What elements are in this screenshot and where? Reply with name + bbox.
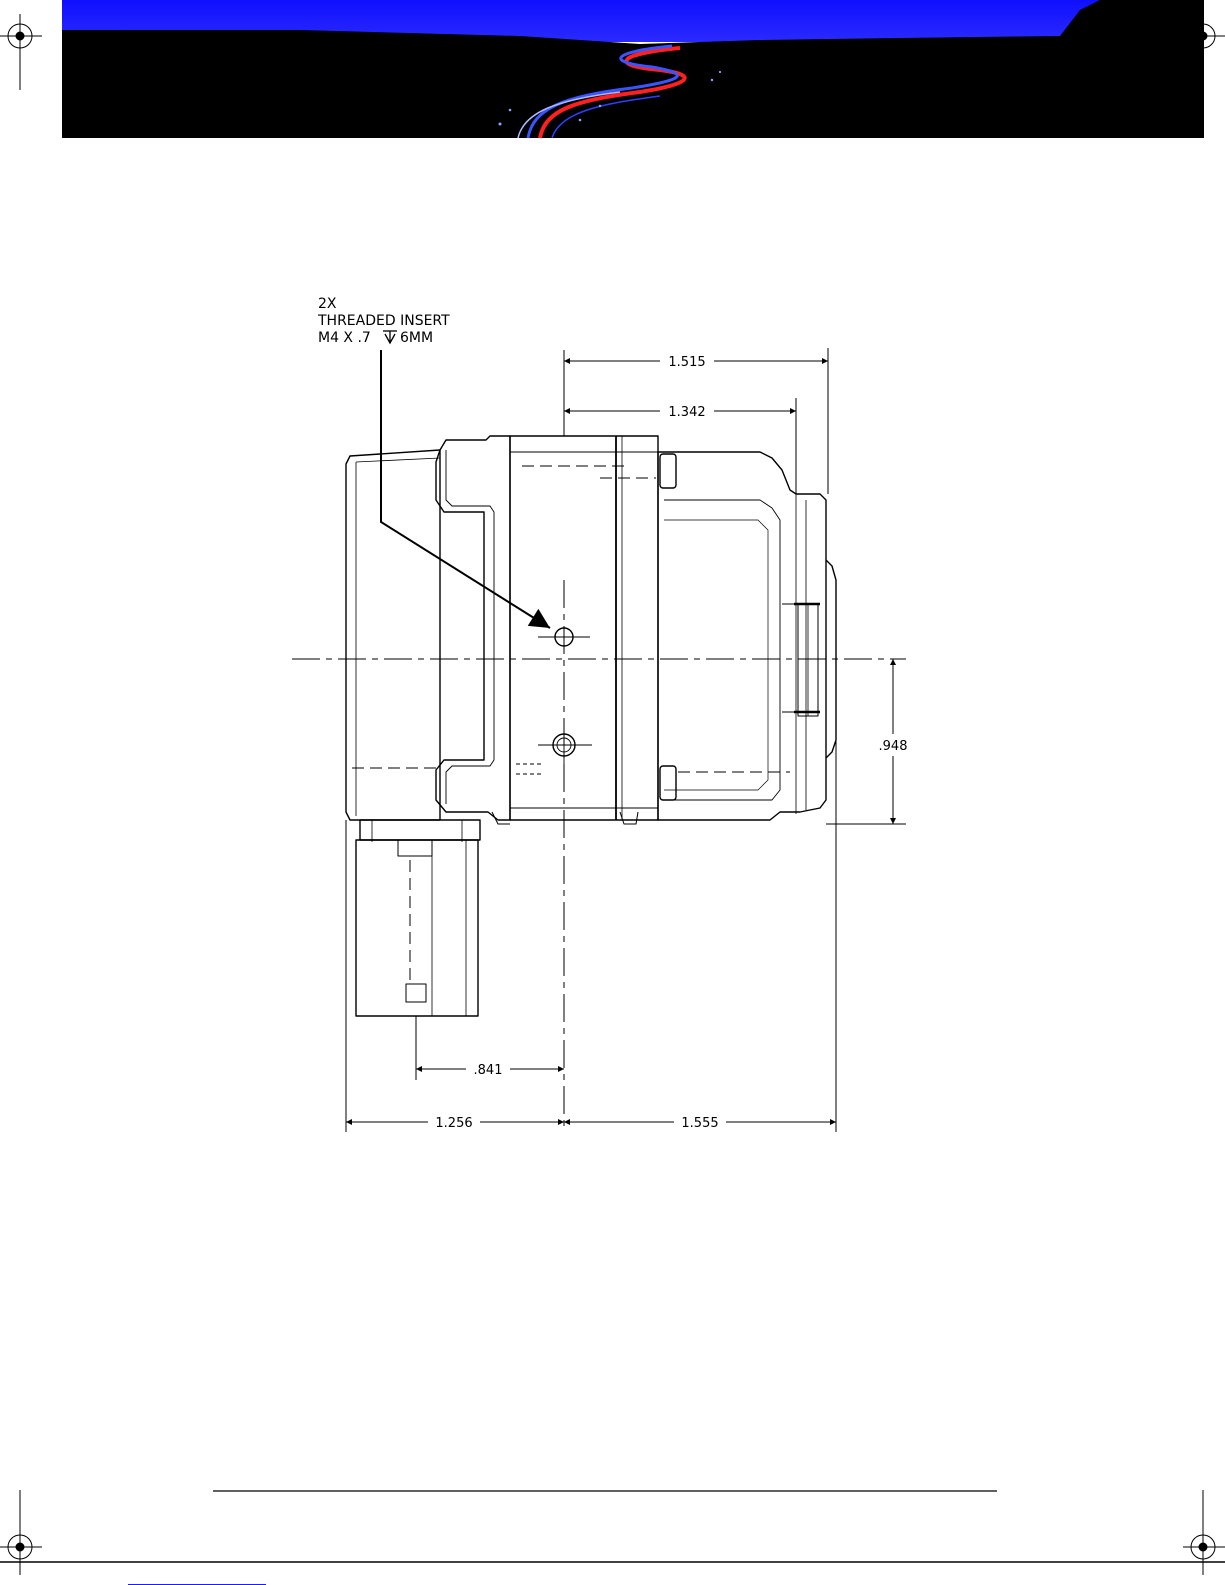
centre-lines (292, 580, 906, 1130)
road-light (499, 123, 502, 126)
mount-profile (436, 436, 510, 820)
connector-body (356, 840, 478, 1016)
connector-pin-head (398, 840, 432, 856)
plate-tab-right (620, 812, 638, 824)
boss-bottom (660, 766, 676, 800)
right-housing-inner (664, 500, 780, 800)
threaded-insert-callout: 2X THREADED INSERT M4 X .7 6MM (317, 296, 550, 628)
road-light (599, 105, 601, 107)
dim-label-1555: 1.555 (681, 1116, 718, 1131)
dim-label-1515: 1.515 (668, 355, 705, 370)
road-light (719, 71, 721, 73)
dimension-labels: 1.515 1.342 .948 .841 1.256 1.555 (435, 355, 907, 1131)
registration-mark-top-left (0, 14, 42, 90)
connector-key (406, 984, 426, 1002)
header-banner (62, 0, 1204, 138)
boss-top (660, 454, 676, 488)
dim-label-1256: 1.256 (435, 1116, 472, 1131)
road-light (579, 119, 582, 122)
road-light (509, 109, 512, 112)
left-body-inner (356, 458, 440, 816)
dimension-lines (346, 348, 906, 1132)
callout-line-1: 2X (318, 296, 337, 312)
mount-profile-inner (446, 450, 494, 804)
right-housing-inner-2 (664, 520, 768, 790)
central-plate (510, 436, 658, 820)
right-housing (658, 452, 826, 820)
dim-label-1342: 1.342 (668, 405, 705, 420)
leader-line (381, 350, 550, 628)
dim-label-841: .841 (474, 1063, 503, 1078)
hidden-lines (352, 466, 800, 980)
depth-symbol-icon (383, 331, 397, 343)
callout-line-3-prefix: M4 X .7 (318, 330, 371, 346)
callout-line-2: THREADED INSERT (317, 313, 450, 329)
left-body (346, 450, 440, 820)
threaded-insert-holes (538, 628, 592, 770)
part-outline (346, 436, 836, 1016)
dim-label-948: .948 (879, 739, 908, 754)
callout-line-3-suffix: 6MM (400, 330, 433, 346)
plate-tab-left (492, 812, 510, 824)
road-light (711, 79, 713, 81)
footer (0, 1491, 1225, 1585)
